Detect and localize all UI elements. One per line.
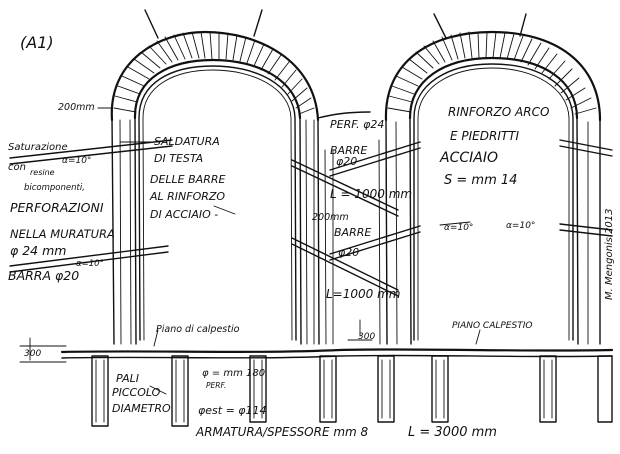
alpha-right-2: α=10° — [506, 221, 535, 231]
saturazione-line-1: Saturazione — [8, 142, 68, 153]
anchor-bars — [9, 9, 613, 297]
saldatura-line-2: DI TESTA — [154, 152, 203, 165]
saturazione-line-2: con — [8, 162, 26, 173]
barra-phi20-label: BARRA φ20 — [8, 268, 79, 283]
sheet-title: (A1) — [20, 33, 54, 52]
pali-line-2: PICCOLO — [112, 386, 161, 399]
floor-line — [19, 345, 614, 363]
barre-phi20-top-1: BARRE — [330, 144, 367, 157]
armatura-label: ARMATURA/SPESSORE mm 8 — [195, 425, 369, 439]
phi-mm180-label: φ = mm 180 — [202, 368, 265, 379]
saturazione-line-3: resine — [30, 168, 55, 177]
micropiles — [91, 355, 613, 427]
dim-200mm-mid: 200mm — [312, 212, 349, 223]
piano-calpestio-right: PIANO CALPESTIO — [452, 321, 532, 331]
rinforzo-line-3: ACCIAIO — [439, 150, 498, 166]
rinforzo-line-4: S = mm 14 — [444, 173, 517, 188]
l1000-bottom-label: L=1000 mm — [326, 287, 400, 301]
perf-small-label: PERF. — [206, 381, 226, 390]
perf-phi24-label: PERF. φ24 — [330, 118, 384, 131]
signature: M. Mengonis 2013 — [604, 208, 615, 300]
alpha-left-bottom: α=10° — [76, 259, 104, 269]
saldatura-line-1: SALDATURA — [154, 135, 220, 148]
saldatura-line-3: DELLE BARRE — [150, 173, 225, 186]
saldatura-line-5: DI ACCIAIO - — [150, 208, 218, 221]
left-arch — [110, 30, 320, 345]
alpha-right-1: α=10° — [444, 223, 473, 233]
alpha-left-top: α=10° — [62, 156, 91, 166]
barre-phi20-top-2: φ20 — [336, 155, 357, 168]
saldatura-note: SALDATURA DI TESTA DELLE BARRE AL RINFOR… — [149, 135, 225, 221]
barre-phi20-bottom-2: φ20 — [338, 246, 359, 259]
pointer-lines — [29, 107, 481, 395]
nella-muratura-label: NELLA MURATURA — [10, 227, 115, 241]
rinforzo-line-1: RINFORZO ARCO — [448, 105, 549, 119]
rinforzo-line-2: E PIEDRITTI — [450, 129, 520, 143]
dim-300-left: 300 — [24, 349, 41, 359]
saturazione-note: Saturazione con resine bicomponenti, α=1… — [8, 142, 91, 193]
pali-line-3: DIAMETRO — [112, 402, 171, 415]
rinforzo-note: RINFORZO ARCO E PIEDRITTI ACCIAIO S = mm… — [439, 105, 549, 188]
saldatura-line-4: AL RINFORZO — [149, 190, 225, 203]
phi-est-label: φest = φ114 — [198, 404, 267, 417]
phi24-label: φ 24 mm — [10, 243, 66, 258]
pali-line-1: PALI — [116, 372, 139, 385]
saturazione-line-4: bicomponenti, — [24, 183, 85, 193]
perforazioni-label: PERFORAZIONI — [10, 200, 104, 215]
piano-calpestio-left: Piano di calpestio — [156, 324, 240, 335]
right-arch — [384, 30, 602, 345]
dim-200mm-top: 200mm — [58, 102, 95, 113]
l1000-top-label: L = 1000 mm — [330, 187, 412, 201]
l3000-label: L = 3000 mm — [408, 425, 497, 440]
dim-300-right: 300 — [358, 332, 375, 342]
barre-phi20-bottom-1: BARRE — [334, 226, 371, 239]
